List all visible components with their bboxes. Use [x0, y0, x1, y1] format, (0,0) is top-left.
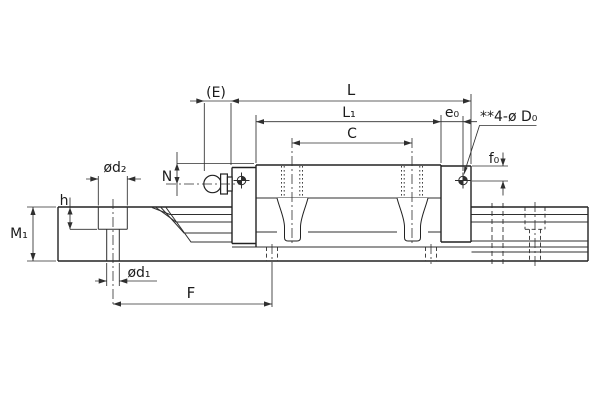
dimension-h: h	[60, 193, 97, 230]
dim-label-h: h	[60, 193, 69, 209]
dimension-L: L	[230, 81, 472, 165]
rail-hole-funnel-right	[396, 197, 429, 242]
carriage-tapped-holes	[281, 166, 423, 197]
dim-label-F: F	[187, 284, 196, 302]
dim-label-f0: f₀	[489, 151, 500, 167]
carriage-block	[231, 138, 472, 247]
rail	[57, 197, 589, 262]
hole-note-label: **4-ø D₀	[480, 109, 538, 125]
dim-label-L: L	[347, 81, 356, 99]
dimension-F: F	[113, 262, 273, 307]
dimension-e0: e₀	[441, 105, 477, 171]
dim-label-N: N	[162, 169, 172, 185]
dim-label-d1: ød₁	[127, 265, 150, 281]
dimension-d1: ød₁	[95, 263, 157, 286]
dimension-C: C	[292, 126, 412, 146]
position-target-icon	[233, 172, 250, 189]
rail-break-lines	[491, 203, 504, 265]
rail-hole-funnel-left	[276, 197, 309, 242]
dim-label-C: C	[347, 126, 357, 142]
callout-4-D0-holes: **4-ø D₀	[463, 109, 538, 175]
dim-label-M1: M₁	[10, 226, 28, 242]
dim-label-d2: ød₂	[103, 160, 126, 176]
dimension-M1: M₁	[10, 206, 56, 262]
dim-label-e0: e₀	[445, 105, 460, 121]
rail-bolt-hole-section	[97, 199, 128, 307]
position-target-icon	[455, 172, 471, 189]
rail-hidden-holes	[266, 202, 546, 266]
dimension-d2: ød₂	[86, 160, 141, 206]
dim-label-L1: L₁	[342, 105, 355, 121]
grease-nipple-icon	[166, 173, 242, 195]
dimension-E: (E)	[190, 85, 231, 171]
dimension-N: N	[162, 152, 254, 196]
dimension-f0: f₀	[472, 151, 508, 196]
dimension-L1: L₁	[255, 105, 442, 163]
dim-label-E: (E)	[206, 85, 226, 101]
